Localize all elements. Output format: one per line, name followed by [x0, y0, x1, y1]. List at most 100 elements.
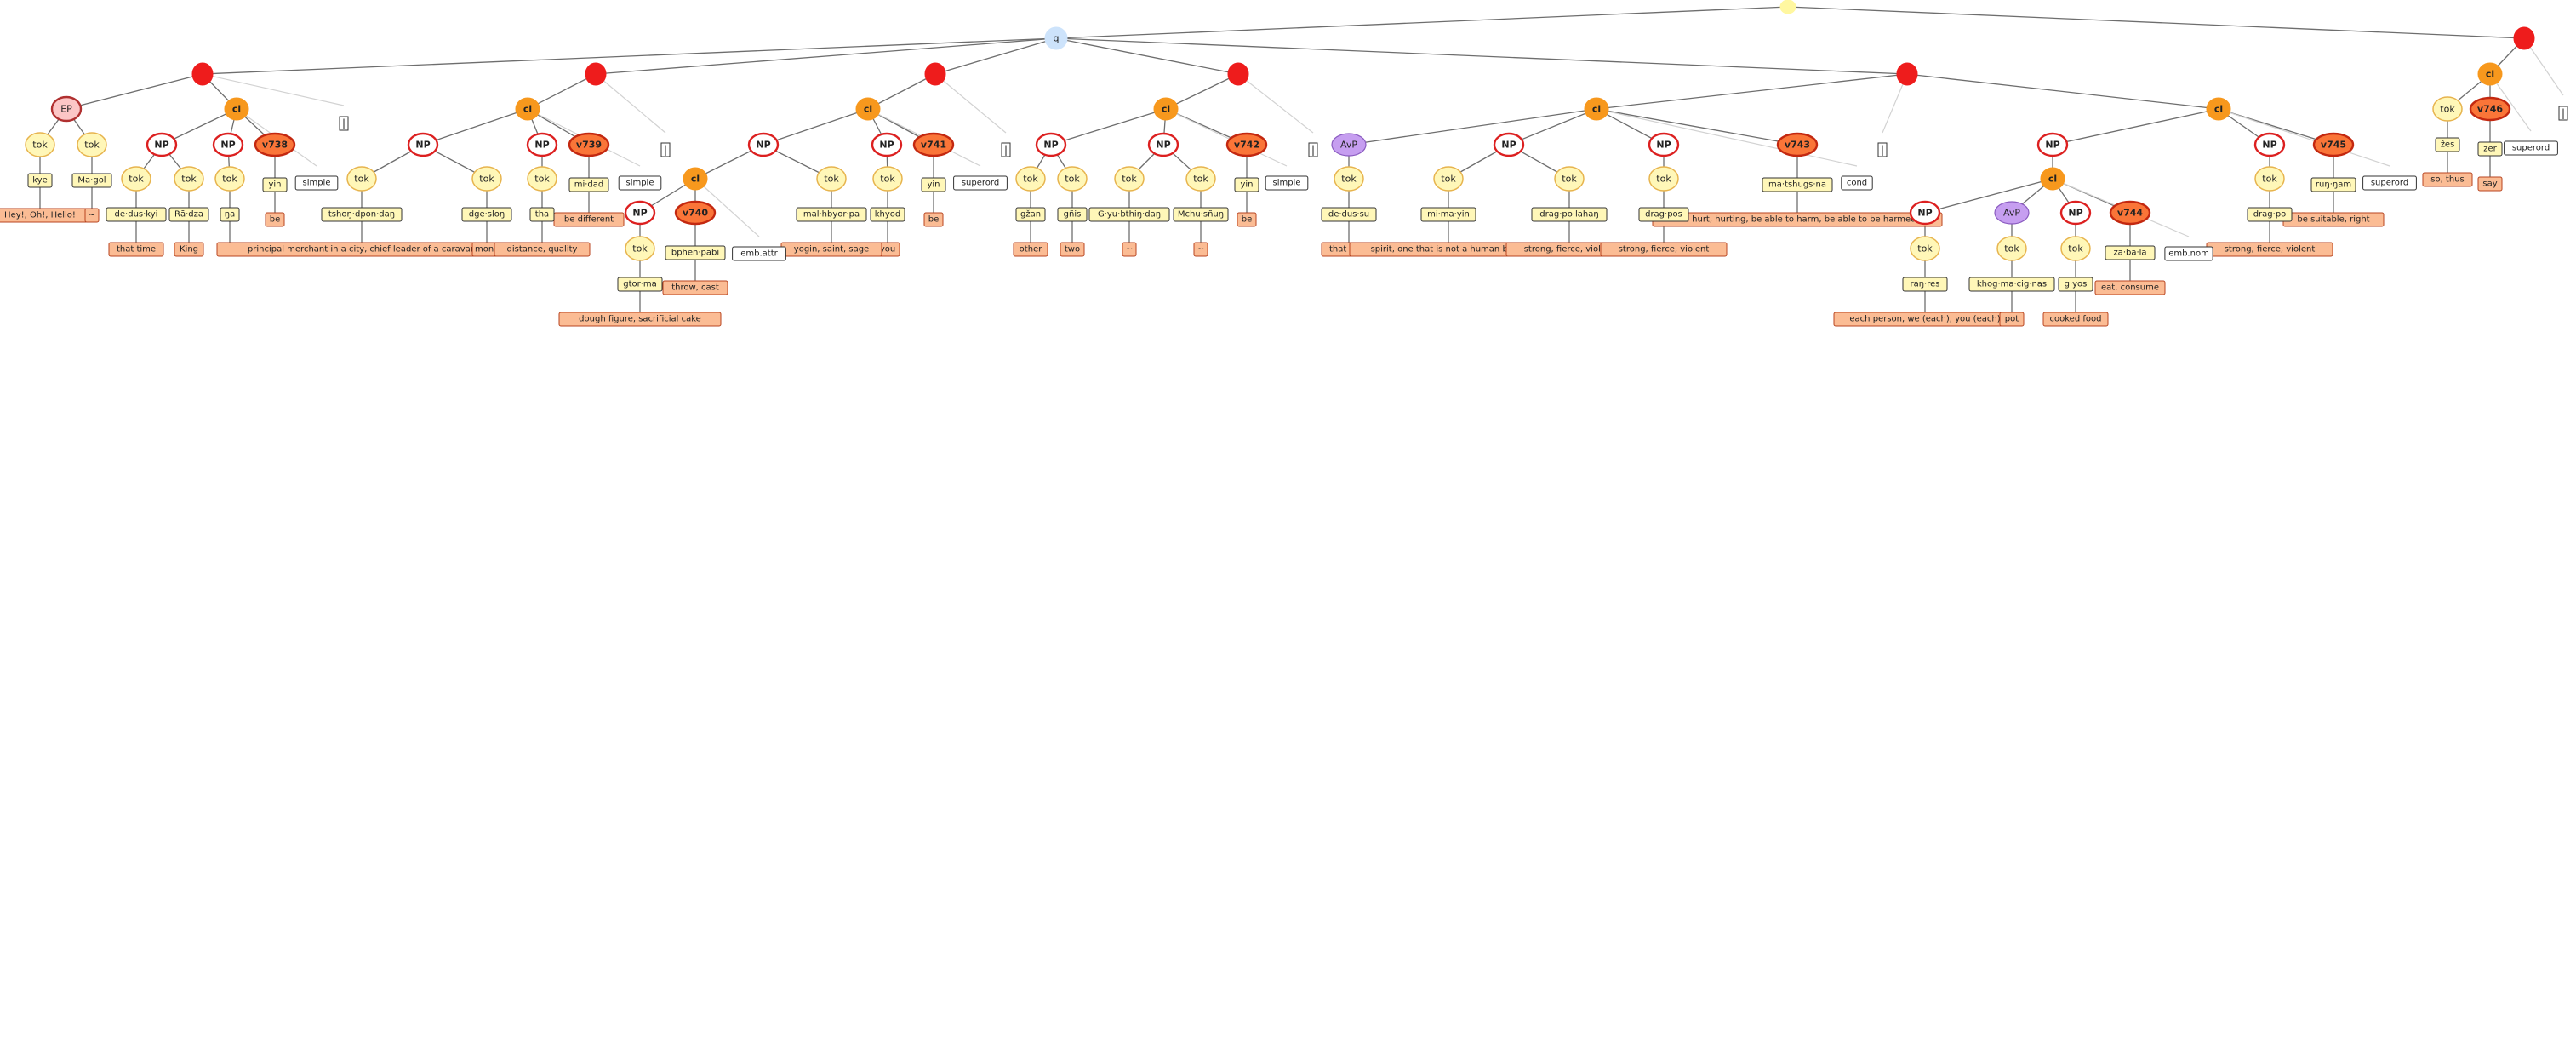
word-box-box	[2435, 137, 2460, 152]
gloss-box-text: be	[928, 215, 940, 225]
gloss-box: say	[2477, 176, 2503, 192]
tree-edge	[934, 37, 1057, 75]
gloss-box-box	[1600, 242, 1728, 257]
word-box: de·dus·kyi	[106, 207, 167, 222]
gloss-box-text: be	[270, 215, 281, 225]
tok-node: tok	[1554, 166, 1585, 192]
clause-tag-text: emb.nom	[2168, 249, 2209, 259]
verb-node: v746	[2469, 96, 2511, 122]
np-node-shape	[1147, 132, 1179, 157]
gloss-box-box	[1999, 312, 2025, 327]
word-box-box	[2310, 177, 2356, 192]
word-box-text: tha	[535, 210, 549, 220]
tok-node-label: tok	[32, 140, 48, 151]
clause-tag: emb.nom	[2164, 246, 2213, 261]
punct-mark-text: |	[1310, 144, 1316, 156]
verb-node-shape	[568, 132, 610, 157]
tree-edge	[2052, 108, 2219, 146]
word-box: mal·hbyor·pa	[796, 207, 867, 222]
tok-node-shape	[174, 166, 204, 192]
gloss-box-text: throw, cast	[671, 283, 719, 293]
verb-node-label: v746	[2477, 104, 2503, 115]
word-box-text: yin	[1240, 180, 1253, 190]
cl-node-shape	[2040, 167, 2065, 191]
gloss-box-text: principal merchant in a city, chief lead…	[248, 245, 476, 255]
word-box-box	[1088, 207, 1170, 222]
cl-node-label: cl	[523, 104, 532, 115]
tree-edge	[1596, 108, 1798, 146]
gloss-box-text: strong, fierce, violent	[1619, 245, 1710, 255]
clause-tag-text: cond	[1847, 179, 1867, 188]
np-node-label: NP	[879, 140, 894, 151]
word-box: g·yos	[2058, 277, 2093, 292]
np-node-shape	[212, 132, 244, 157]
word-box-box	[2105, 245, 2156, 260]
np-node-shape	[2036, 132, 2069, 157]
word-box: za·ba·la	[2105, 245, 2156, 260]
word-box-text: g·yos	[2065, 280, 2088, 289]
tok-node-shape	[2432, 96, 2463, 122]
punct-mark-text: |	[1002, 144, 1008, 156]
word-box: ma·tshugs·na	[1762, 177, 1833, 192]
s-node-shape	[1227, 62, 1249, 86]
np-node-label: NP	[1043, 140, 1058, 151]
verb-node-shape	[2312, 132, 2355, 157]
np-node-shape	[2253, 132, 2286, 157]
tok-node: tok	[2060, 236, 2091, 261]
tree-edge	[1596, 73, 1908, 110]
tok-node: tok	[1114, 166, 1145, 192]
word-box-text: za·ba·la	[2113, 249, 2146, 258]
word-box-box	[1902, 277, 1948, 292]
np-node: NP	[1147, 132, 1179, 157]
verb-node-label: v739	[576, 140, 602, 151]
cl-node: cl	[683, 167, 708, 191]
tok-node-label: tok	[84, 140, 100, 151]
punct-mark-box	[660, 142, 671, 157]
word-box: yin	[1234, 177, 1259, 192]
word-box-box	[1015, 207, 1046, 222]
clause-tag-text: emb.attr	[740, 249, 778, 259]
word-box: dge·sloŋ	[461, 207, 512, 222]
tok-node-shape	[346, 166, 377, 192]
np-node: NP	[871, 132, 903, 157]
word-box-text: yin	[268, 180, 281, 190]
word-box-text: Mchu·sñuŋ	[1178, 210, 1224, 220]
word-box-text: de·dus·su	[1328, 210, 1369, 220]
verb-node-label: v744	[2117, 208, 2143, 219]
gloss-box-box	[662, 280, 728, 295]
verb-node-label: v743	[1785, 140, 1810, 151]
gloss-box-text: Hey!, Oh!, Hello!	[4, 211, 76, 220]
word-box: tha	[529, 207, 555, 222]
punct-mark-text: |	[2560, 107, 2566, 119]
cl-node-label: cl	[1592, 104, 1601, 115]
faint-edge	[1596, 108, 1858, 167]
gloss-box-text: ~	[89, 211, 95, 220]
tok-node-label: tok	[1656, 174, 1671, 185]
faint-edge	[934, 73, 1007, 134]
tok-node-label: tok	[2440, 104, 2455, 115]
gloss-box-box	[2477, 176, 2503, 192]
word-box: drag·pos	[1638, 207, 1689, 222]
np-node-shape	[1909, 200, 1941, 226]
word-box: Mchu·sñuŋ	[1173, 207, 1229, 222]
np-node: NP	[747, 132, 780, 157]
tok-node: tok	[121, 166, 151, 192]
gloss-box-text: eat, consume	[2101, 283, 2159, 293]
verb-node-shape	[912, 132, 955, 157]
np-node: NP	[1493, 132, 1525, 157]
tree-edge	[1055, 37, 1908, 75]
word-box-box	[1531, 207, 1608, 222]
clause-tag-box	[1265, 175, 1309, 191]
np-node: NP	[624, 200, 656, 226]
tok-node: tok	[872, 166, 903, 192]
tok-node-shape	[77, 132, 107, 157]
np-node: NP	[1035, 132, 1067, 157]
word-box: ẑes	[2435, 137, 2460, 152]
word-box-box	[262, 177, 288, 192]
clause-tag: superord	[2362, 175, 2417, 191]
tok-node: tok	[1910, 236, 1940, 261]
cl-node: cl	[515, 97, 540, 121]
q-node-label: q	[1054, 33, 1060, 44]
word-box: gtor·ma	[617, 277, 663, 292]
gloss-box-text: be suitable, right	[2297, 215, 2369, 225]
